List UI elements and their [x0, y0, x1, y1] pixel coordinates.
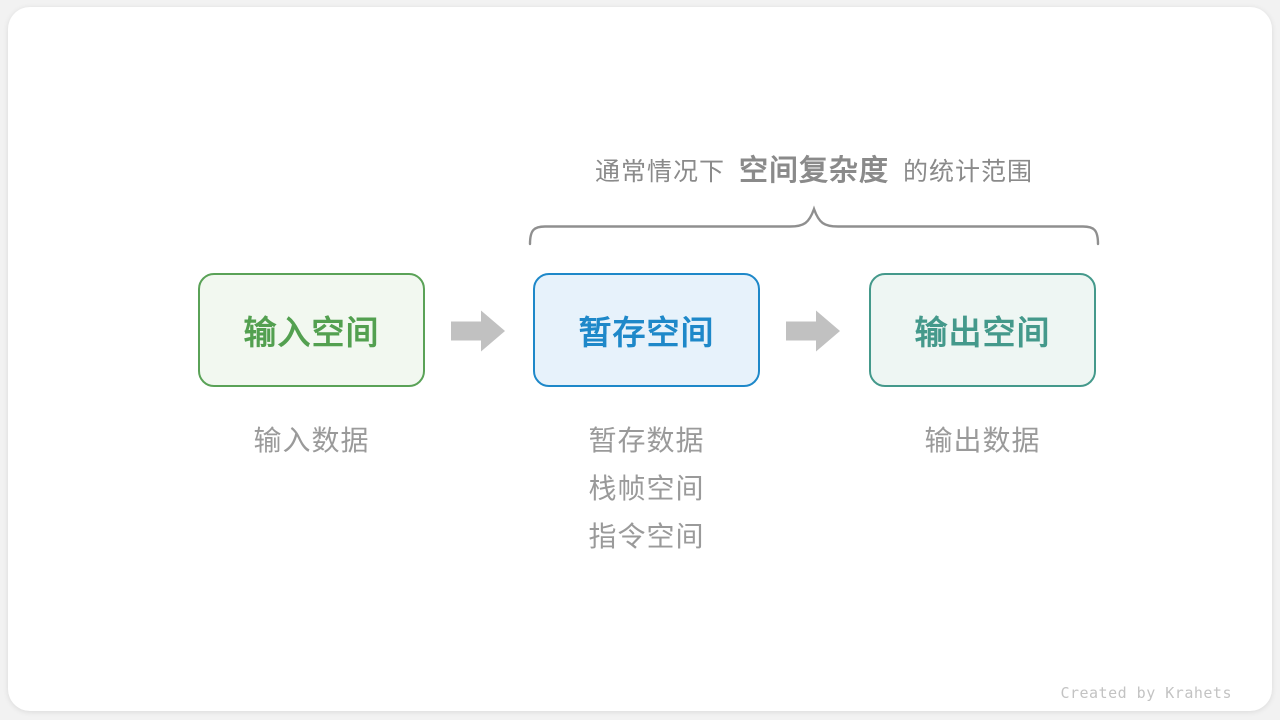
note-temp-data: 暂存数据 [588, 424, 705, 457]
note-input-data: 输入数据 [253, 424, 370, 457]
arrow-right-icon [451, 310, 505, 352]
box-temp-space-label: 暂存空间 [578, 313, 715, 352]
note-stack-frame-space: 栈帧空间 [588, 472, 705, 505]
caption-suffix: 的统计范围 [903, 157, 1034, 186]
curly-brace-icon [528, 205, 1100, 246]
box-input-space: 输入空间 [198, 273, 425, 387]
note-instruction-space: 指令空间 [588, 520, 705, 553]
caption-highlight: 空间复杂度 [738, 153, 889, 187]
notes-output: 输出数据 [869, 426, 1096, 456]
note-output-data: 输出数据 [924, 424, 1041, 457]
diagram-card: 通常情况下 空间复杂度 的统计范围 输入空间 暂存空间 输出空间 输入数据 [8, 7, 1272, 711]
notes-input: 输入数据 [198, 426, 425, 456]
box-temp-space: 暂存空间 [533, 273, 760, 387]
box-output-space: 输出空间 [869, 273, 1096, 387]
watermark-credit: Created by Krahets [1060, 684, 1232, 702]
box-input-space-label: 输入空间 [243, 313, 380, 352]
arrow-right-shape [786, 310, 840, 352]
caption-prefix: 通常情况下 [594, 157, 725, 186]
notes-temp: 暂存数据 栈帧空间 指令空间 [533, 426, 760, 552]
box-output-space-label: 输出空间 [914, 313, 1051, 352]
caption: 通常情况下 空间复杂度 的统计范围 [528, 147, 1100, 197]
arrow-right-shape [451, 310, 505, 352]
curly-brace-path [528, 205, 1100, 246]
arrow-right-icon [786, 310, 840, 352]
